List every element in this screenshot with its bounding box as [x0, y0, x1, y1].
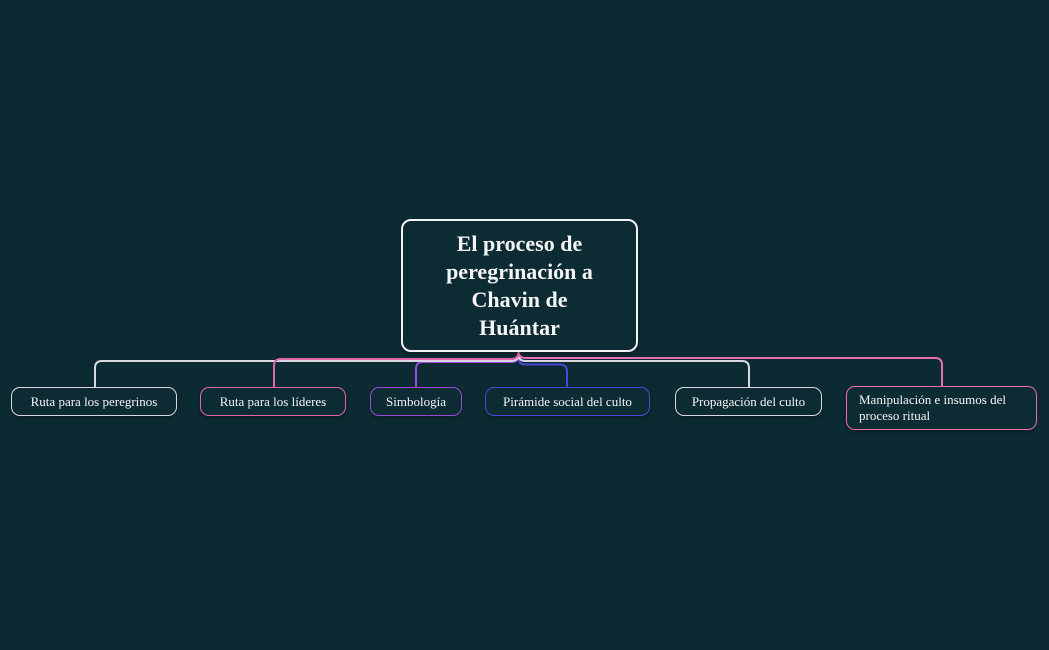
node-label: Pirámide social del culto	[503, 393, 632, 409]
connector-ruta-lideres	[273, 351, 520, 388]
connector-propagacion	[517, 351, 750, 388]
node-label: Simbología	[386, 393, 446, 409]
connector-simbologia	[415, 351, 520, 388]
root-node-label-line: Huántar	[479, 314, 560, 340]
node-piramide-social[interactable]: Pirámide social del culto	[485, 387, 650, 416]
root-node-label-line: El proceso de	[456, 230, 583, 256]
node-label: Ruta para los líderes	[219, 393, 327, 409]
connector-ruta-peregrinos	[94, 351, 520, 388]
node-propagacion[interactable]: Propagación del culto	[675, 387, 822, 416]
node-label: Manipulación e insumos del proceso ritua…	[859, 392, 1006, 423]
root-node[interactable]: El proceso de peregrinación a Chavin de …	[401, 219, 638, 352]
node-label: Ruta para los peregrinos	[30, 393, 158, 409]
connector-manipulacion	[517, 350, 943, 387]
root-node-label-line: peregrinación a	[446, 258, 593, 284]
node-manipulacion[interactable]: Manipulación e insumos del proceso ritua…	[846, 386, 1037, 430]
node-simbologia[interactable]: Simbología	[370, 387, 462, 416]
node-ruta-peregrinos[interactable]: Ruta para los peregrinos	[11, 387, 177, 416]
node-label: Propagación del culto	[691, 393, 806, 409]
root-node-label-line: Chavin de	[471, 286, 568, 312]
node-ruta-lideres[interactable]: Ruta para los líderes	[200, 387, 346, 416]
connector-piramide-social	[517, 351, 568, 388]
